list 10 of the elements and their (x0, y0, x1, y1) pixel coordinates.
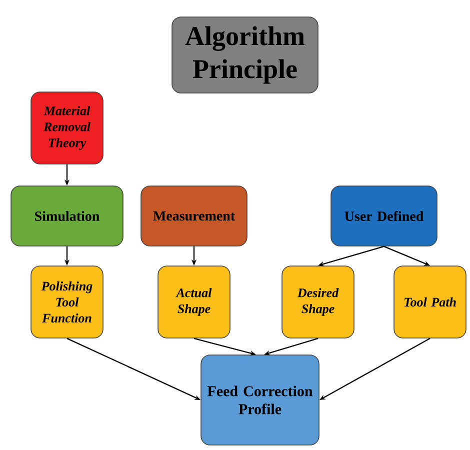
process-box: Material Removal Theory (30, 92, 104, 164)
process-box: Measurement (140, 186, 248, 246)
process-box: Simulation (10, 186, 124, 246)
process-box: Tool Path (394, 266, 466, 338)
process-box: Actual Shape (158, 266, 230, 338)
result-box: Feed Correction Profile (200, 354, 320, 446)
process-box: User Defined (330, 186, 438, 246)
title-box: Algorithm Principle (172, 16, 318, 94)
process-box: Polishing Tool Function (30, 266, 104, 338)
process-box: Desired Shape (282, 266, 354, 338)
